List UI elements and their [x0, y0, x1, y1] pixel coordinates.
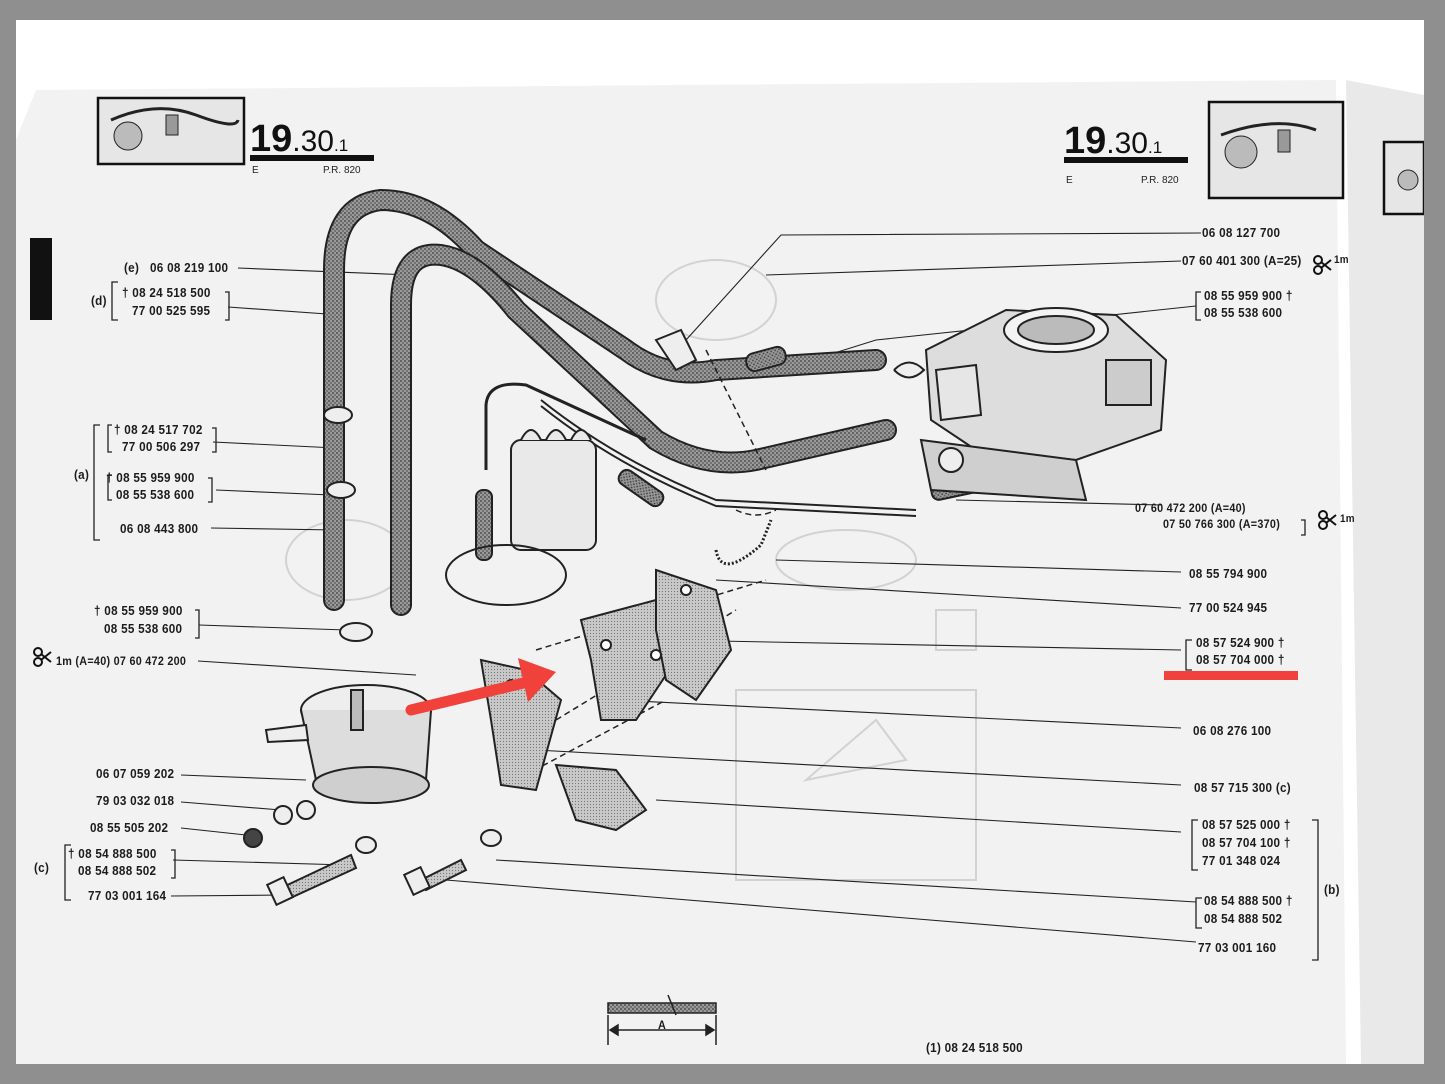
label-07-60-472-200-cut: 1m (A=40) 07 60 472 200: [56, 654, 187, 668]
label-08-55-538-600-r: 08 55 538 600: [1204, 305, 1283, 320]
header-letter-left: E: [252, 165, 259, 176]
page-sheet: [16, 80, 1346, 1064]
thumbnail-right: [1207, 100, 1345, 200]
section-number-left: 19.30.1: [250, 118, 348, 161]
scissors-icon: [33, 647, 52, 667]
label-08-54-888-502-r: 08 54 888 502: [1204, 911, 1283, 926]
label-06-08-127-700: 06 08 127 700: [1202, 225, 1281, 240]
header-rule-right: [1064, 157, 1188, 163]
label-08-55-959-900-r: 08 55 959 900 †: [1204, 288, 1293, 303]
label-77-03-001-160: 77 03 001 160: [1198, 940, 1277, 955]
catalog-page: 19.30.1 E P.R. 820 19.30.1 E P.R. 820 (e…: [16, 20, 1424, 1064]
scissors-icon-right-2: [1318, 510, 1337, 530]
header-letter-right: E: [1066, 175, 1073, 186]
label-77-00-524-945: 77 00 524 945: [1189, 600, 1268, 615]
page-gutter: [1346, 80, 1424, 1064]
label-08-57-704-100: 08 57 704 100 †: [1202, 835, 1291, 850]
subsection: .30: [1106, 127, 1148, 160]
label-79-03-032-018: 79 03 032 018: [96, 793, 175, 808]
label-d-tag: (d): [91, 293, 107, 308]
label-08-55-505-202: 08 55 505 202: [90, 820, 169, 835]
length-a-label: A: [658, 1018, 667, 1032]
thumbnail-far-right: [1382, 140, 1424, 216]
highlight-arrow: [405, 658, 556, 716]
carburettor: [919, 307, 1168, 502]
brackets: [64, 281, 1319, 961]
label-07-60-472-200-r: 07 60 472 200 (A=40): [1135, 501, 1246, 515]
label-06-08-276-100: 06 08 276 100: [1193, 723, 1272, 738]
label-08-57-525-000: 08 57 525 000 †: [1202, 817, 1291, 832]
thumb-tab: [30, 238, 52, 320]
header-ref-left: P.R. 820: [323, 165, 361, 176]
label-08-55-794-900: 08 55 794 900: [1189, 566, 1268, 581]
label-07-60-401-300: 07 60 401 300 (A=25): [1182, 253, 1302, 268]
header-rule-left: [250, 155, 374, 161]
hose-clips: [323, 328, 926, 642]
label-77-01-348-024: 77 01 348 024: [1202, 853, 1281, 868]
label-e-tag: (e): [124, 260, 140, 275]
label-08-55-538-600-a: 08 55 538 600: [116, 487, 195, 502]
label-06-07-059-202: 06 07 059 202: [96, 766, 175, 781]
section-number-right: 19.30.1: [1064, 120, 1162, 163]
bottom-note: (1) 08 24 518 500: [926, 1040, 1023, 1055]
label-77-00-506-297: 77 00 506 297: [122, 439, 201, 454]
thumbnail-left: [96, 96, 246, 166]
label-a-tag: (a): [74, 467, 90, 482]
label-08-54-888-500-c: † 08 54 888 500: [68, 846, 157, 861]
section: 19: [250, 118, 293, 160]
label-r4-suffix: 1m: [1340, 513, 1355, 525]
label-06-08-219-100: 06 08 219 100: [150, 260, 229, 275]
section: 19: [1064, 120, 1107, 162]
label-77-03-001-164: 77 03 001 164: [88, 888, 167, 903]
label-08-57-704-000: 08 57 704 000 †: [1196, 652, 1285, 667]
sheet: .1: [1148, 138, 1163, 157]
label-06-08-443-800: 06 08 443 800: [120, 521, 199, 536]
distributor: [445, 429, 597, 606]
label-08-57-715-300: 08 57 715 300 (c): [1194, 780, 1291, 795]
sheet: .1: [334, 136, 349, 155]
label-08-54-888-500-r: 08 54 888 500 †: [1204, 893, 1293, 908]
label-08-54-888-502-c: 08 54 888 502: [78, 863, 157, 878]
scissors-icon-right-1: [1313, 255, 1332, 275]
label-08-55-959-900-b: † 08 55 959 900: [94, 603, 183, 618]
label-08-57-524-900: 08 57 524 900 †: [1196, 635, 1285, 650]
label-c-tag: (c): [34, 860, 50, 875]
label-07-50-766-300: 07 50 766 300 (A=370): [1163, 517, 1281, 531]
earth-strap: [714, 519, 773, 566]
label-08-24-518-500: † 08 24 518 500: [122, 285, 211, 300]
length-diagram: [607, 994, 717, 1045]
fuel-pump: [264, 684, 432, 804]
label-08-55-538-600-b: 08 55 538 600: [104, 621, 183, 636]
label-77-00-525-595: 77 00 525 595: [132, 303, 211, 318]
fuel-hoses: [323, 188, 917, 616]
label-b-tag: (b): [1324, 882, 1340, 897]
label-08-55-959-900-a: † 08 55 959 900: [106, 470, 195, 485]
subsection: .30: [292, 125, 334, 158]
leader-lines: [170, 232, 1202, 943]
exploded-diagram: [16, 80, 1424, 1064]
label-08-24-517-702: † 08 24 517 702: [114, 422, 203, 437]
pump-gaskets: [479, 568, 733, 832]
header-ref-right: P.R. 820: [1141, 175, 1179, 186]
fasteners: [243, 800, 502, 907]
highlight-underline: [1164, 671, 1298, 680]
label-r2-suffix: 1m: [1334, 254, 1349, 266]
